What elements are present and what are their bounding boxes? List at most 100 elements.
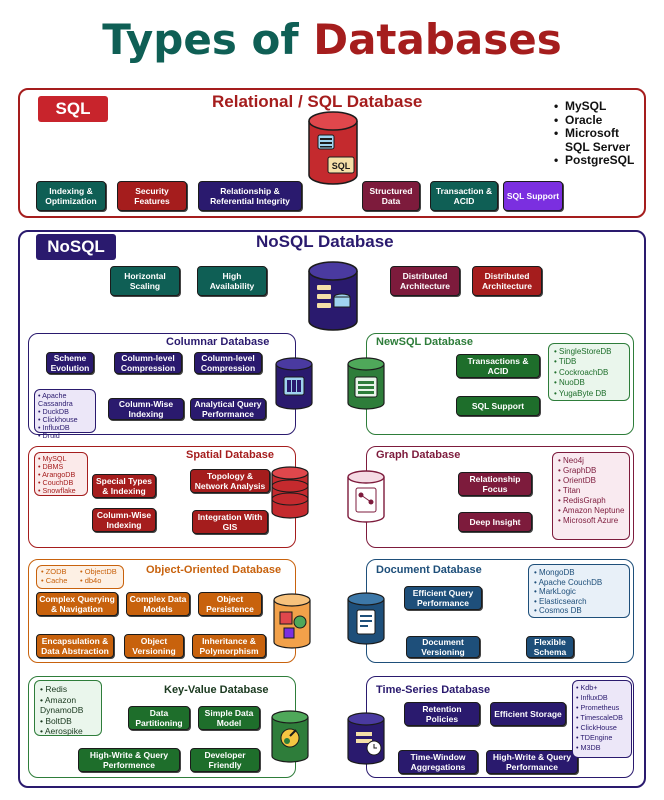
list-item: ClickHouse	[576, 723, 628, 733]
list-item: Cache	[41, 576, 80, 586]
nosql-database-icon	[308, 261, 358, 331]
list-item: DBMS	[38, 463, 84, 471]
newsql-heading: NewSQL Database	[376, 336, 474, 348]
spatial-feature-gis: Integration With GIS	[192, 510, 268, 534]
list-item: InfluxDB	[576, 693, 628, 703]
list-item: ArangoDB	[38, 471, 84, 479]
title-part2: Databases	[313, 15, 562, 64]
document-feature-versioning: Document Versioning	[406, 636, 480, 658]
graph-heading: Graph Database	[376, 449, 461, 461]
list-item: Apache Cassandra	[38, 392, 92, 408]
list-item: Neo4j	[558, 456, 625, 466]
keyvalue-database-icon	[271, 710, 309, 763]
graph-feature-insight: Deep Insight	[458, 512, 532, 532]
columnar-feature-compression-1: Column-level Compression	[114, 352, 182, 374]
columnar-feature-indexing: Column-Wise Indexing	[108, 398, 184, 420]
object-examples-list: ZODB ObjectDB Cache db4o	[36, 565, 124, 589]
document-heading: Document Database	[376, 564, 482, 576]
sql-examples-list: MySQL Oracle Microsoft SQL Server Postgr…	[554, 99, 644, 168]
timeseries-feature-retention: Retention Policies	[404, 702, 480, 726]
keyvalue-feature-highwrite: High-Write & Query Performence	[78, 748, 180, 772]
keyvalue-feature-simple: Simple Data Model	[198, 706, 260, 730]
list-item: ObjectDB	[80, 567, 119, 577]
sql-feature-transaction: Transaction & ACID	[430, 181, 498, 211]
object-database-icon	[273, 593, 311, 649]
list-item: OrientDB	[558, 476, 625, 486]
columnar-examples-list: Apache Cassandra DuckDB Clickhouse Influ…	[34, 389, 96, 440]
keyvalue-examples-list: Redis Amazon DynamoDB BoltDB Aerospike	[34, 680, 102, 736]
document-feature-schema: Flexible Schema	[526, 636, 574, 658]
object-feature-persistence: Object Persistence	[198, 592, 262, 616]
sql-heading: Relational / SQL Database	[212, 92, 423, 111]
columnar-feature-compression-2: Column-level Compression	[194, 352, 262, 374]
nosql-feature-horizontal: Horizontal Scaling	[110, 266, 180, 296]
newsql-examples-list: SingleStoreDB TiDB CockroachDB NuoDB Yug…	[548, 343, 630, 401]
list-item: TimescaleDB	[576, 713, 628, 723]
list-item: PostgreSQL	[554, 153, 644, 168]
sql-feature-support: SQL Support	[503, 181, 563, 211]
timeseries-feature-aggregations: Time-Window Aggregations	[398, 750, 478, 774]
object-feature-versioning: Object Versioning	[124, 634, 184, 658]
list-item: Microsoft SQL Server	[554, 126, 644, 154]
timeseries-database-icon	[347, 712, 385, 765]
list-item: Apache CouchDB	[534, 578, 625, 588]
list-item: Snowflake	[38, 487, 84, 495]
list-item: M3DB	[576, 743, 628, 753]
spatial-examples-list: MySQL DBMS ArangoDB CouchDB Snowflake	[34, 452, 88, 496]
keyvalue-heading: Key-Value Database	[164, 684, 269, 696]
nosql-tag: NoSQL	[36, 234, 116, 260]
page-title: Types of Databases	[0, 14, 664, 66]
list-item: Prometheus	[576, 703, 628, 713]
columnar-feature-scheme: Scheme Evolution	[46, 352, 94, 374]
timeseries-feature-storage: Efficient Storage	[490, 702, 566, 726]
list-item: Amazon Neptune	[558, 506, 625, 516]
newsql-database-icon	[347, 357, 385, 410]
list-item: MySQL	[554, 99, 644, 114]
graph-examples-list: Neo4j GraphDB OrientDB Titan RedisGraph …	[552, 452, 630, 540]
list-item: Kdb+	[576, 683, 628, 693]
list-item: TiDB	[554, 357, 625, 367]
sql-feature-security: Security Features	[117, 181, 187, 211]
list-item: Titan	[558, 486, 625, 496]
list-item: DuckDB	[38, 408, 92, 416]
list-item: MongoDB	[534, 568, 625, 578]
spatial-heading: Spatial Database	[186, 449, 275, 461]
list-item: Clickhouse	[38, 416, 92, 424]
list-item: Amazon DynamoDB	[40, 695, 97, 716]
spatial-database-icon	[271, 466, 309, 519]
sql-feature-structured: Structured Data	[362, 181, 420, 211]
sql-db-label: SQL	[331, 161, 351, 171]
object-feature-models: Complex Data Models	[126, 592, 190, 616]
list-item: Druid	[38, 432, 92, 440]
nosql-feature-distributed-1: Distributed Architecture	[390, 266, 460, 296]
sql-tag: SQL	[38, 96, 108, 122]
list-item: GraphDB	[558, 466, 625, 476]
timeseries-feature-highwrite: High-Write & Query Performance	[486, 750, 578, 774]
sql-feature-indexing: Indexing & Optimization	[36, 181, 106, 211]
list-item: CockroachDB	[554, 368, 625, 378]
document-examples-list: MongoDB Apache CouchDB MarkLogic Elastic…	[528, 564, 630, 618]
columnar-feature-analytical: Analytical Query Performance	[190, 398, 266, 420]
object-feature-querying: Complex Querying & Navigation	[36, 592, 118, 616]
newsql-feature-sql-support: SQL Support	[456, 396, 540, 416]
document-feature-query: Efficient Query Performance	[404, 586, 482, 610]
timeseries-heading: Time-Series Database	[376, 684, 491, 696]
graph-feature-relationship: Relationship Focus	[458, 472, 532, 496]
object-feature-encapsulation: Encapsulation & Data Abstraction	[36, 634, 114, 658]
nosql-heading: NoSQL Database	[256, 232, 394, 251]
list-item: Cosmos DB	[534, 606, 625, 616]
list-item: MarkLogic	[534, 587, 625, 597]
graph-database-icon	[347, 470, 385, 523]
list-item: YugaByte DB	[554, 389, 625, 399]
list-item: RedisGraph	[558, 496, 625, 506]
spatial-feature-types: Special Types & Indexing	[92, 474, 156, 498]
list-item: NuoDB	[554, 378, 625, 388]
object-heading: Object-Oriented Database	[146, 564, 282, 576]
keyvalue-feature-developer: Developer Friendly	[190, 748, 260, 772]
object-feature-inheritance: Inheritance & Polymorphism	[192, 634, 266, 658]
list-item: Redis	[40, 684, 97, 695]
list-item: BoltDB	[40, 716, 97, 727]
sql-database-icon	[308, 111, 358, 185]
newsql-feature-transactions: Transactions & ACID	[456, 354, 540, 378]
